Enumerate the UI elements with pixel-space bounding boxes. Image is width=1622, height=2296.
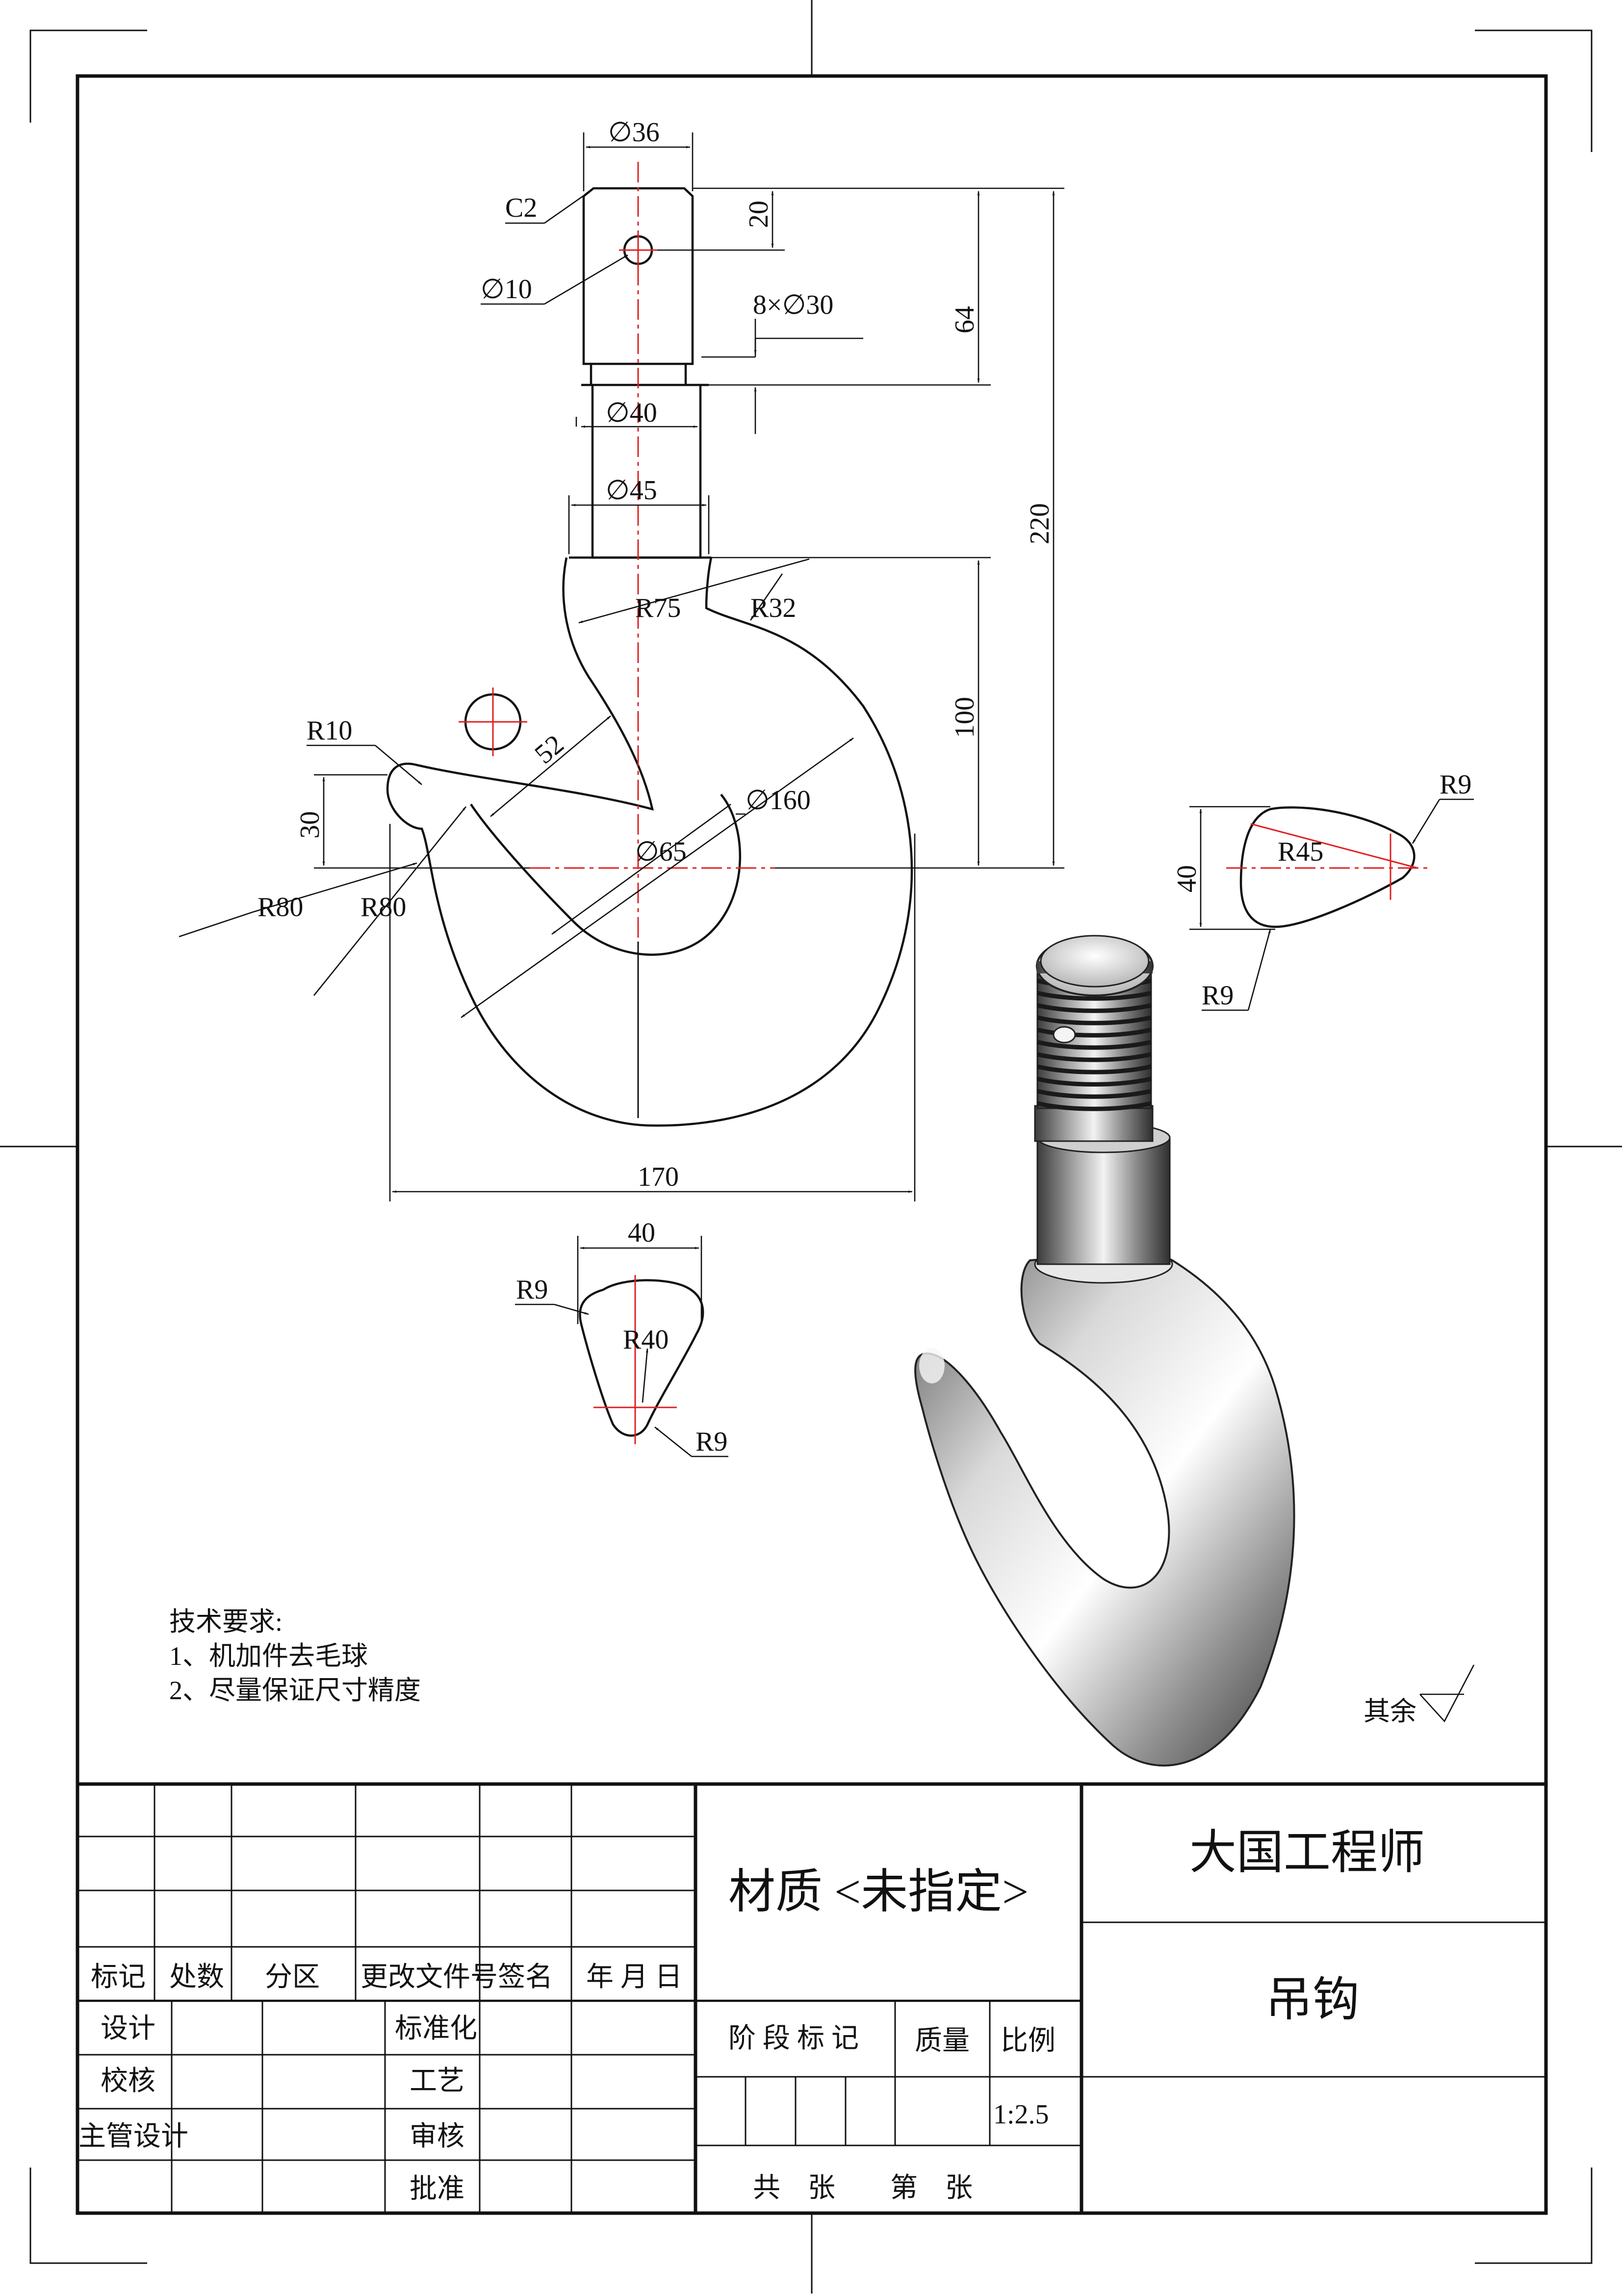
sec-right-dim-r9-bottom: R9 <box>1202 980 1234 1011</box>
sec-right-dim-r9-top: R9 <box>1440 769 1471 800</box>
dim-r75: R75 <box>635 593 681 623</box>
tech-req-item-2: 2、尽量保证尺寸精度 <box>169 1676 421 1705</box>
dim-r32: R32 <box>750 593 796 623</box>
role-standardization: 标准化 <box>395 2014 477 2044</box>
dim-r80-right: R80 <box>360 892 406 922</box>
mass-label: 质量 <box>915 2026 970 2056</box>
rev-header-zone: 分区 <box>265 1962 320 1992</box>
dim-100: 100 <box>950 697 980 738</box>
sec-bottom-dim-40: 40 <box>628 1218 655 1248</box>
role-approve: 批准 <box>410 2174 464 2204</box>
sheet-count: 共 张 第 张 <box>753 2173 973 2203</box>
role-design: 设计 <box>101 2014 155 2044</box>
role-process: 工艺 <box>410 2066 464 2096</box>
role-chief-design: 主管设计 <box>78 2121 188 2152</box>
part-name: 吊钩 <box>1265 1973 1360 2026</box>
scale-value: 1:2.5 <box>993 2099 1049 2130</box>
dim-d160: ∅160 <box>746 785 811 816</box>
tech-req-item-1: 1、机加件去毛球 <box>169 1641 368 1671</box>
title-block: 标记 处数 分区 更改文件号 签名 年 月 日 设计 校核 主管设计 标准化 工… <box>76 1782 1548 2215</box>
surface-finish-label: 其余 <box>1364 1697 1416 1726</box>
role-review: 审核 <box>410 2121 464 2152</box>
dim-r80-left: R80 <box>257 892 303 922</box>
dim-d10: ∅10 <box>481 274 532 305</box>
dim-d65: ∅65 <box>635 837 687 867</box>
section-view-bottom: 40 R9 R40 R9 <box>515 1218 728 1457</box>
sec-bottom-dim-r40: R40 <box>623 1325 669 1355</box>
dim-20: 20 <box>744 201 774 228</box>
scale-label: 比例 <box>1001 2026 1056 2056</box>
sec-right-dim-r45: R45 <box>1278 837 1323 867</box>
dim-64: 64 <box>950 306 980 333</box>
role-check: 校核 <box>101 2066 155 2096</box>
dim-c2: C2 <box>505 193 537 223</box>
main-view-dimensions: ∅36 C2 ∅10 20 8×∅30 64 220 ∅40 <box>179 117 1064 1201</box>
hook-3d-render <box>914 935 1295 1767</box>
stage-mark-label: 阶 段 标 记 <box>728 2023 859 2054</box>
rev-header-change-doc: 更改文件号 <box>360 1962 498 1992</box>
sec-right-dim-40: 40 <box>1172 865 1202 893</box>
rev-header-mark: 标记 <box>91 1962 146 1992</box>
rev-header-date: 年 月 日 <box>586 1962 682 1992</box>
surface-finish-symbol: 其余 <box>1364 1664 1475 1726</box>
technical-requirements: 技术要求: 1、机加件去毛球 2、尽量保证尺寸精度 <box>169 1607 421 1705</box>
rev-header-count: 处数 <box>169 1962 224 1992</box>
rev-header-signature: 签名 <box>498 1962 553 1992</box>
dim-30: 30 <box>295 811 325 839</box>
dim-220: 220 <box>1025 503 1055 544</box>
section-view-right: 40 R45 R9 R9 <box>1172 769 1474 1011</box>
dim-d45: ∅45 <box>606 475 657 506</box>
material-label: 材质 <未指定> <box>728 1865 1029 1918</box>
company-name: 大国工程师 <box>1189 1826 1425 1879</box>
dim-r10: R10 <box>307 715 352 746</box>
sec-bottom-dim-r9-left: R9 <box>516 1275 548 1305</box>
dim-d36: ∅36 <box>608 117 660 148</box>
dim-thread: 8×∅30 <box>753 290 833 320</box>
dim-170: 170 <box>638 1162 679 1192</box>
tech-req-heading: 技术要求: <box>169 1607 283 1636</box>
dim-d40: ∅40 <box>606 398 657 428</box>
sec-bottom-dim-r9-right: R9 <box>695 1427 727 1457</box>
dim-52: 52 <box>529 729 570 769</box>
